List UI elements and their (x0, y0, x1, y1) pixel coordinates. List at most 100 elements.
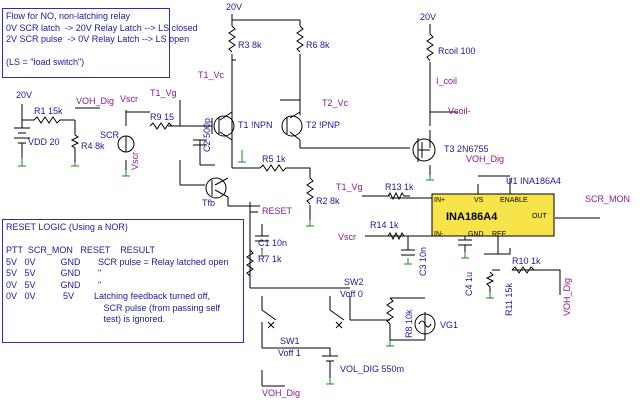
resistor-r9 (149, 122, 180, 130)
label-v20-top: 20V (226, 2, 242, 12)
reset-note-line: 5V 5V GND " (6, 268, 102, 278)
resistor-r13 (387, 191, 410, 201)
resistor-r4 (70, 134, 80, 150)
label-scr: SCR (100, 130, 120, 140)
reset-note-line: PTT SCR_MON RESET RESULT (6, 245, 156, 255)
switch-sw1 (261, 309, 277, 338)
chip-label: INA186A4 (446, 211, 498, 223)
net-voh-dig-top: VOH_Dig (76, 96, 114, 106)
wires (21, 14, 600, 387)
net-voh-dig-bottom: VOH_Dig (262, 388, 300, 398)
net-i-coil: I_coil (436, 76, 457, 86)
flow-note-line: Flow for NO, non-latching relay (6, 11, 131, 21)
net-voh-dig-mid: VOH_Dig (466, 154, 504, 164)
label-r1: R1 15k (34, 106, 63, 116)
battery-vdd (14, 127, 30, 148)
ina186a4-chip: IN+ IN- VS GND REF ENABLE OUT INA186A4 (431, 193, 555, 238)
resistor-r5 (259, 164, 290, 172)
pin-in-minus: IN- (434, 231, 444, 238)
reset-note-line: SCR pulse (from passing self (6, 302, 221, 313)
resistor-r6 (296, 25, 304, 53)
label-sw2: SW2 (344, 277, 364, 287)
label-vdd: VDD 20 (28, 137, 60, 147)
label-r4: R4 8k (81, 141, 105, 151)
label-r8: R8 10k (404, 309, 414, 338)
transistor-tfb (205, 177, 227, 199)
resistor-r10 (511, 266, 535, 274)
label-r2: R2 8k (316, 196, 340, 206)
label-r10: R10 1k (512, 256, 541, 266)
resistor-r7 (246, 249, 254, 277)
reset-note-line: 0V 0V 5V Latching feedback turned off, (6, 291, 210, 301)
net-vcoil: Vcoil- (448, 106, 471, 116)
reset-logic-note-box: RESET LOGIC (Using a NOR) PTT SCR_MON RE… (2, 219, 244, 343)
reset-note-line: 0V 5V GND " (6, 279, 102, 290)
net-labels: VOH_Dig Vscr T1_Vg Vscr T1_Vc T2_Vc I_co… (76, 70, 630, 398)
sources (14, 127, 436, 366)
net-scr-mon: SCR_MON (585, 194, 630, 204)
label-r11: R11 15k (504, 283, 514, 316)
transistor-t1 (213, 115, 235, 137)
flow-note-line: (LS = "load switch") (6, 57, 85, 67)
switch-sw2 (329, 309, 351, 321)
label-voff0: Voff 0 (340, 289, 363, 299)
net-t1-vc: T1_Vc (198, 70, 225, 80)
transistor-t3 (412, 138, 436, 162)
label-c2: C2 500p (202, 118, 212, 152)
transistor-t2 (281, 115, 303, 137)
battery-vol-dig (322, 355, 338, 366)
pin-gnd: GND (468, 231, 484, 238)
label-vg1: VG1 (440, 320, 458, 330)
resistor-r3 (228, 25, 236, 53)
net-reset: RESET (262, 206, 293, 216)
pin-enable: ENABLE (500, 197, 528, 204)
label-c3: C3 10n (418, 247, 428, 276)
pin-out: OUT (532, 213, 548, 220)
component-labels: 20V 20V 20V R1 15k VDD 20 R4 8k SCR R9 1… (16, 2, 561, 374)
label-r7: R7 1k (258, 254, 282, 264)
label-r14: R14 1k (370, 220, 399, 230)
reset-note-line: test) is ignored. (6, 314, 166, 324)
label-r3: R3 8k (238, 40, 262, 50)
capacitor-c3 (401, 249, 415, 256)
net-vscr-ina: Vscr (338, 232, 356, 242)
pin-vs: VS (474, 197, 484, 204)
capacitor-c2 (193, 139, 207, 146)
net-t1-vg-ina: T1_Vg (336, 182, 363, 192)
label-t2: T2 !PNP (306, 120, 340, 130)
net-t1-vg: T1_Vg (150, 88, 177, 98)
resistor-r2 (306, 177, 314, 205)
label-c4: C4 1u (464, 272, 474, 296)
net-voh-dig-right: VOH_Dig (562, 278, 572, 316)
label-vol-dig: VOL_DIG 550m (340, 364, 404, 374)
label-c1: C1 10n (258, 238, 287, 248)
label-r6: R6 8k (306, 40, 330, 50)
label-tfb: Tfb (202, 198, 215, 208)
resistor-rcoil (426, 33, 434, 62)
reset-note-line: RESET LOGIC (Using a NOR) (6, 222, 128, 232)
pin-ref: REF (492, 231, 506, 238)
label-t3-name: T3 2N6755 (444, 144, 489, 154)
resistor-r14 (387, 231, 410, 241)
net-vscr: Vscr (120, 94, 138, 104)
net-vscr-source: Vscr (130, 152, 140, 170)
capacitor-c4 (458, 236, 472, 252)
resistor-r1 (33, 116, 65, 124)
net-t2-vc: T2_Vc (322, 98, 349, 108)
resistor-r8 (386, 297, 394, 340)
label-u1: U1 INA186A4 (506, 176, 561, 186)
resistors (33, 25, 535, 340)
label-v20-right: 20V (420, 12, 436, 22)
source-vg1 (414, 313, 436, 335)
label-voff1: Voff 1 (278, 348, 301, 358)
reset-note-line: 5V 0V GND SCR pulse = Relay latched open (6, 256, 229, 267)
pin-in-plus: IN+ (434, 197, 445, 204)
label-v20-left: 20V (16, 90, 32, 100)
label-sw1: SW1 (280, 336, 300, 346)
transistors (205, 115, 436, 199)
label-r13: R13 1k (385, 182, 414, 192)
label-rcoil: Rcoil 100 (438, 46, 476, 56)
label-t1: T1 !NPN (238, 120, 273, 130)
capacitor-c1 (255, 235, 269, 242)
